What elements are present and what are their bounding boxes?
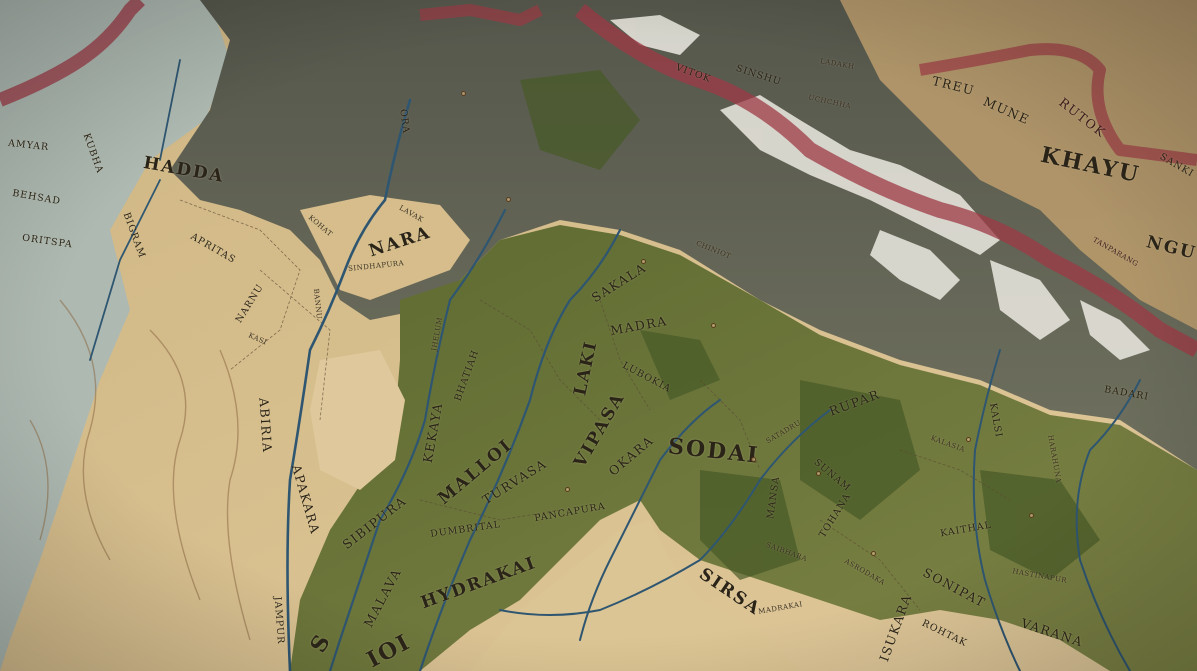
city-marker-icon[interactable]: [640, 258, 647, 265]
city-marker-icon[interactable]: [965, 436, 972, 443]
city-marker-icon[interactable]: [564, 486, 571, 493]
city-marker-icon[interactable]: [460, 90, 467, 97]
city-marker-icon[interactable]: [870, 550, 877, 557]
city-marker-icon[interactable]: [710, 322, 717, 329]
city-marker-icon[interactable]: [1028, 512, 1035, 519]
city-marker-icon[interactable]: [815, 470, 822, 477]
city-marker-icon[interactable]: [505, 196, 512, 203]
city-marker-icon[interactable]: [750, 456, 757, 463]
